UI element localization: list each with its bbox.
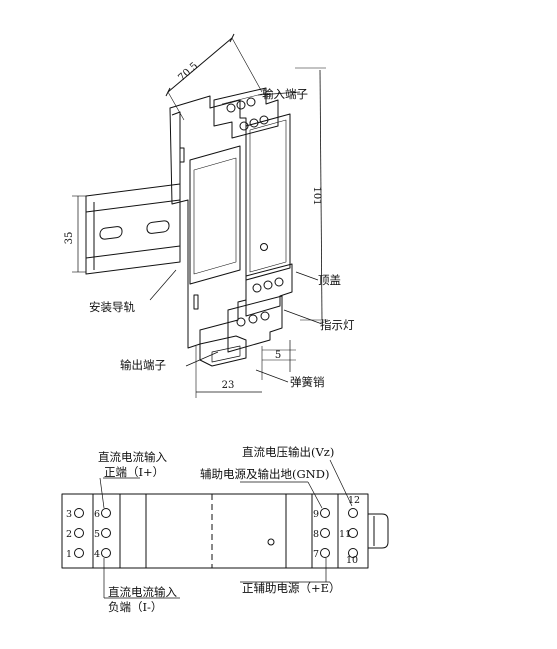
din-rail [72,183,181,275]
pin-number: 4 [94,549,100,560]
label-input-terminal: 输入端子 [262,87,308,101]
label-aux-power-pos: 正辅助电源（+E） [242,581,341,595]
bottom-view-labels: 直流电流输入 正端（I+） 直流电压输出(Vz) 辅助电源及输出地(GND) 直… [66,445,360,614]
label-indicator: 指示灯 [320,318,355,332]
dim-width-label: 70.5 [176,61,200,84]
input-terminal-block [213,87,279,139]
label-current-in-pos-2: 正端（I+） [104,465,164,479]
top-cover-part [245,113,291,281]
front-panel [61,459,389,599]
label-top-cover: 顶盖 [318,273,341,287]
dim-line-width [167,37,233,93]
pin-number: 3 [66,509,72,520]
dim-line-height [319,69,323,321]
pin-number: 2 [66,529,72,540]
label-current-in-pos-1: 直流电流输入 [98,450,167,464]
indicator-led [267,538,275,546]
output-terminal-block [227,263,293,353]
label-aux-power-gnd: 辅助电源及输出地(GND) [200,467,329,481]
pin-number: 8 [313,529,319,540]
dim-depth-label: 23 [222,380,235,391]
dim-height-label: 101 [311,186,322,205]
pin-number: 10 [346,555,358,566]
pin-number: 1 [66,549,72,560]
pin-number: 5 [94,529,100,540]
isometric-module [72,33,328,398]
spring-pin-latch [195,335,296,398]
label-rail: 安装导轨 [89,300,135,314]
dim-pin-label: 5 [275,350,281,361]
label-current-in-neg-2: 负端（I-） [108,600,162,614]
label-spring-pin: 弹簧销 [290,375,325,389]
dim-rail-label: 35 [64,232,75,245]
pin-number: 12 [348,495,360,506]
label-output-terminal: 输出端子 [120,358,166,372]
top-view-labels: 70.5 101 35 23 5 输入端子 顶盖 安装导轨 指示灯 输出端子 弹… [64,61,355,391]
pin-number: 9 [313,509,319,520]
label-current-in-neg-1: 直流电流输入 [108,585,177,599]
pin-number: 7 [313,549,319,560]
label-voltage-out: 直流电压输出(Vz) [242,445,334,459]
side-window [189,145,241,285]
pin-number: 11 [339,529,351,540]
pin-number: 6 [94,509,100,520]
indicator-led [260,243,268,251]
latch-tab [368,513,389,549]
